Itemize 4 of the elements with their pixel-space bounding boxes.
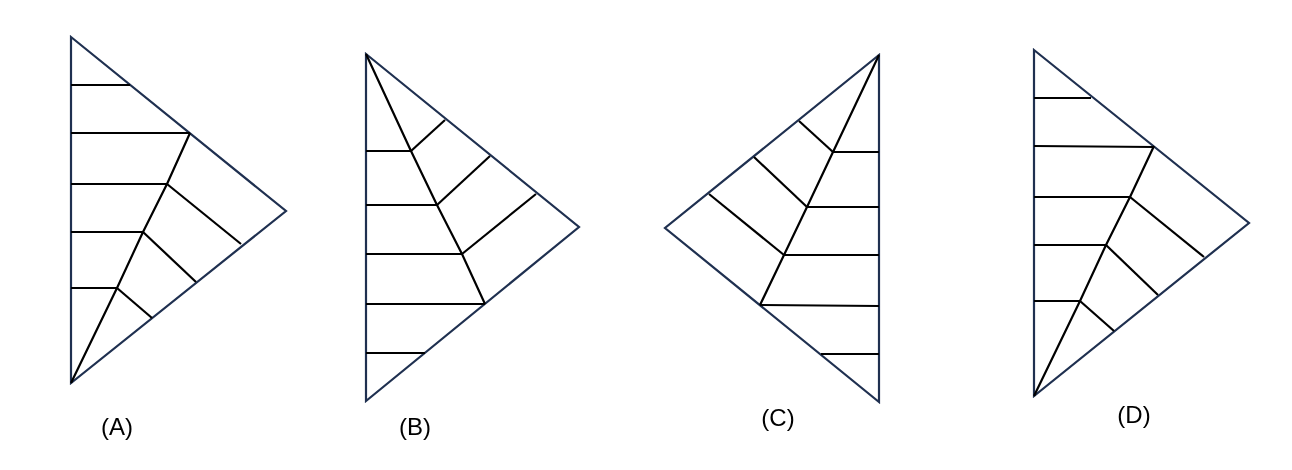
figure-label: (D): [1117, 401, 1151, 429]
figure-label: (C): [761, 404, 795, 432]
figure-label: (B): [399, 413, 431, 441]
figure-label: (A): [101, 413, 133, 441]
